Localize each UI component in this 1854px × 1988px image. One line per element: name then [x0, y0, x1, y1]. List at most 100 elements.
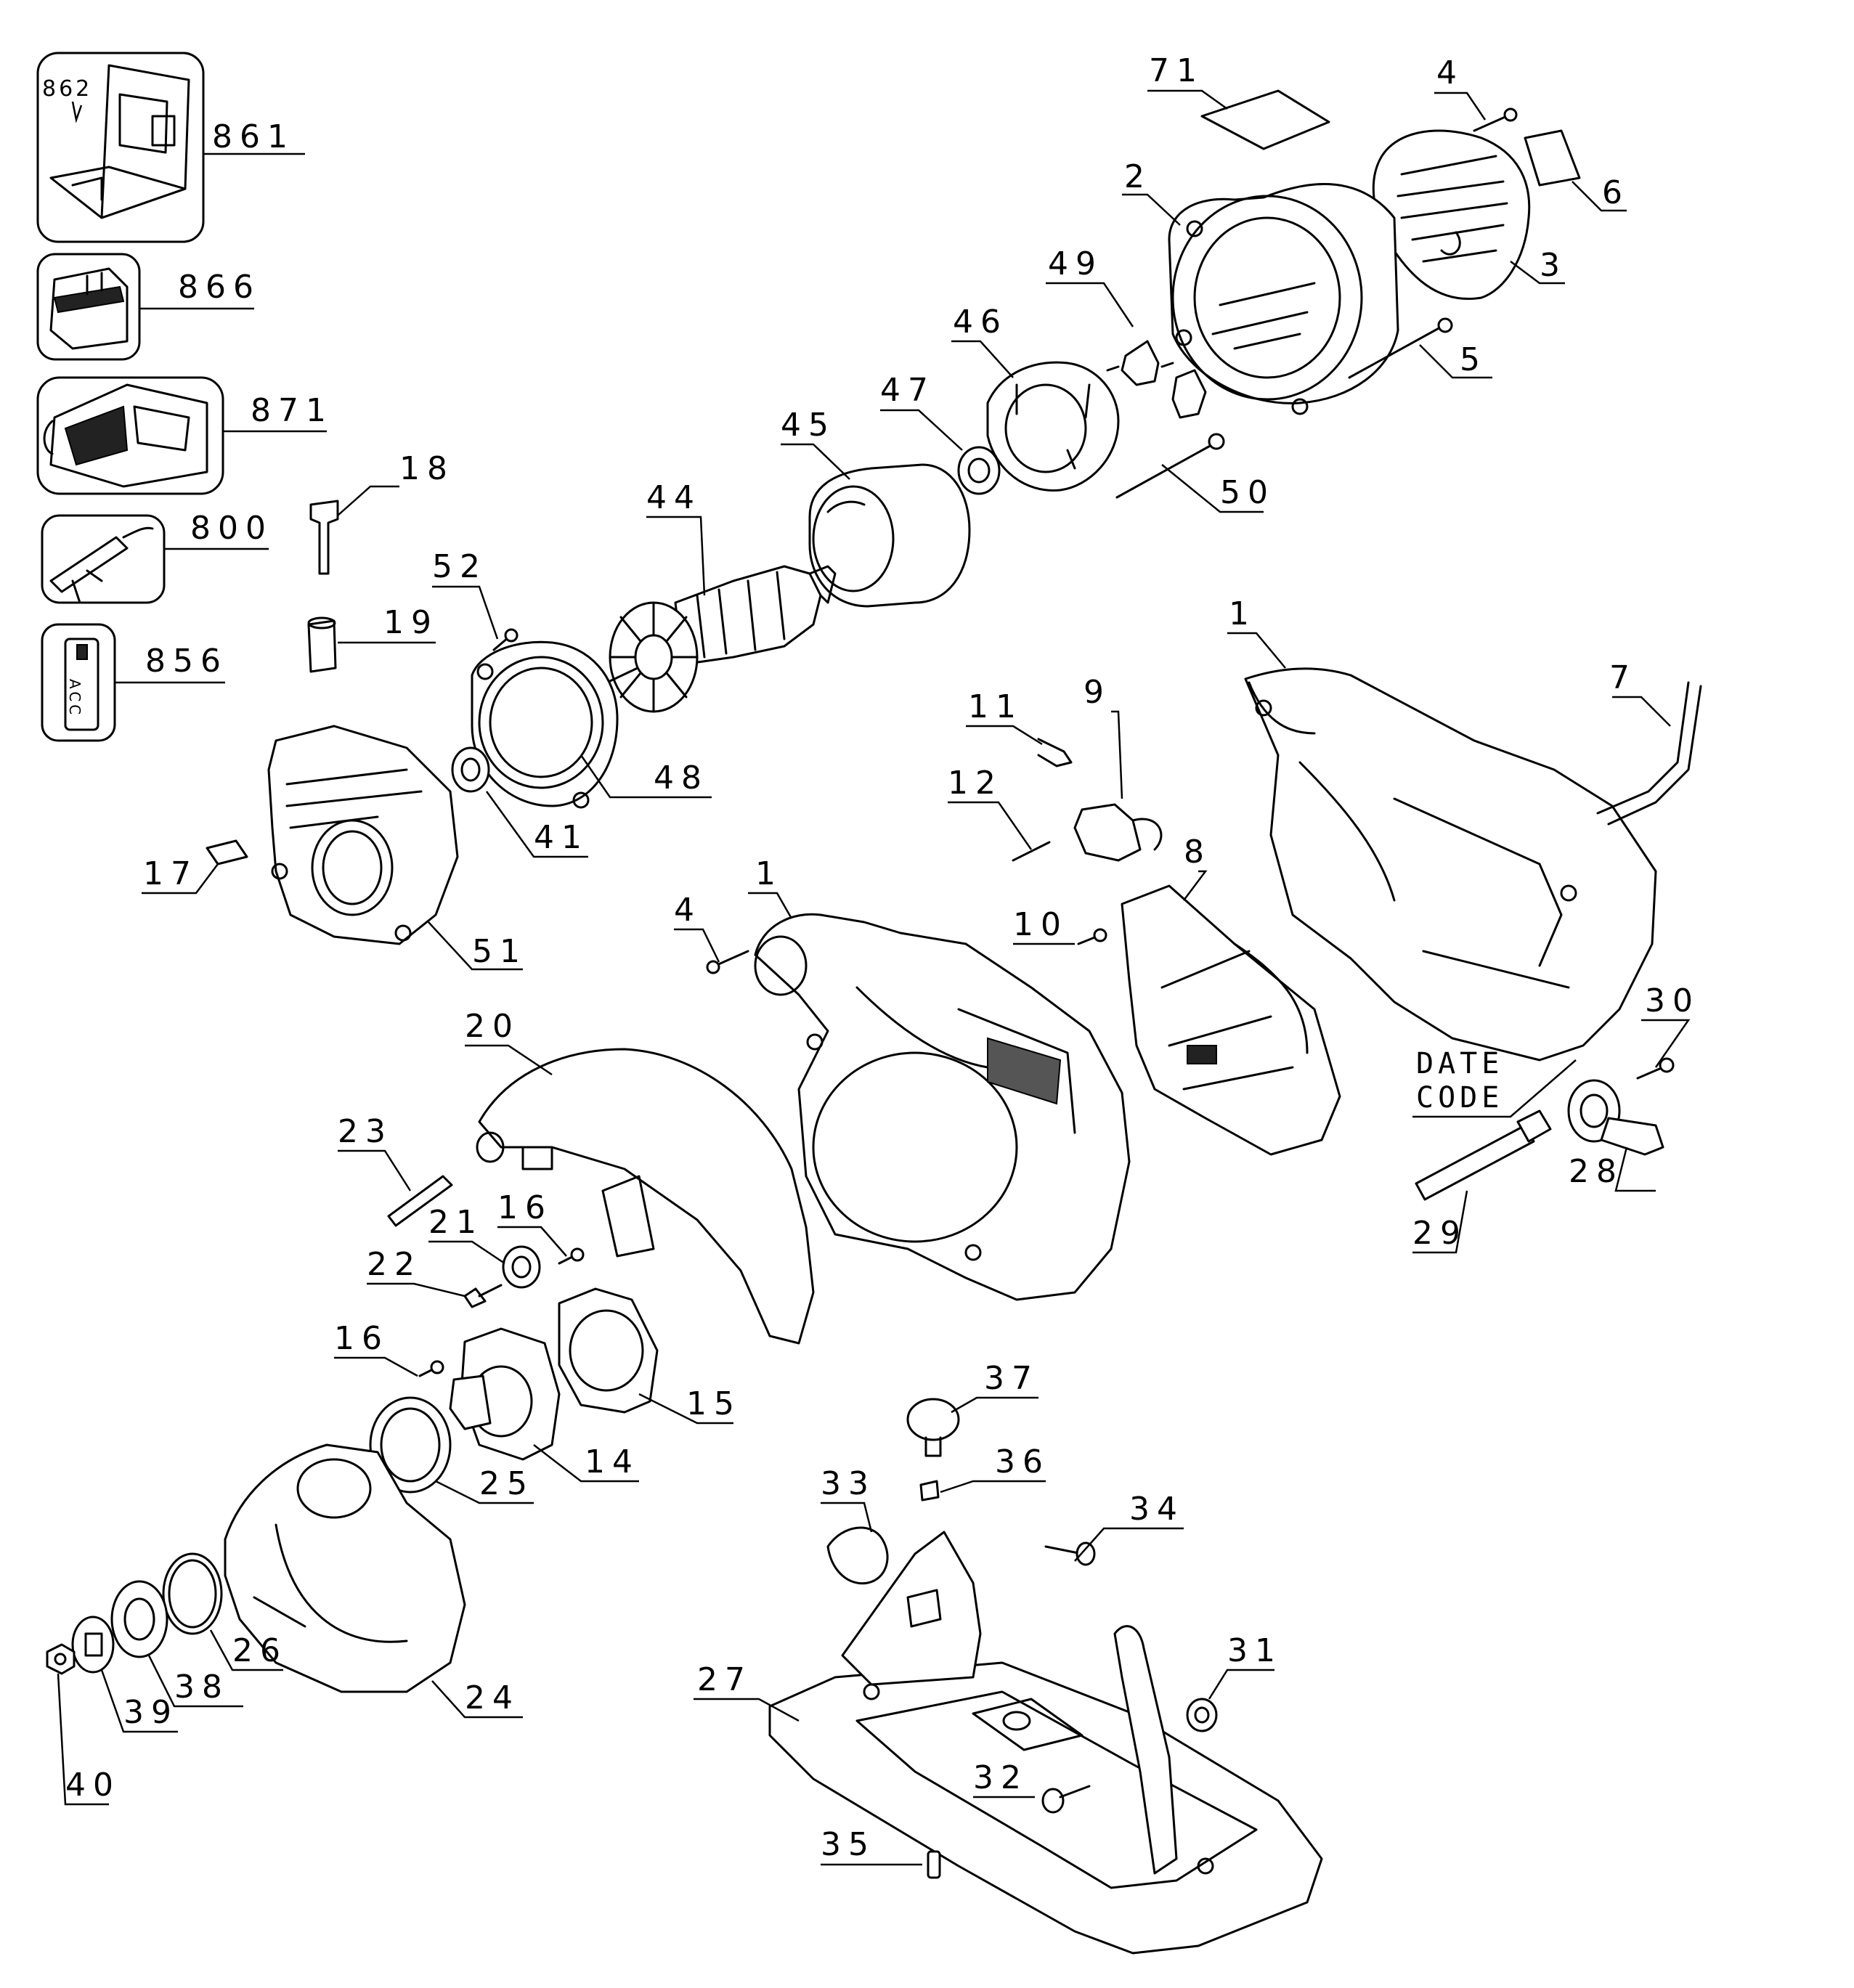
part-6-label: 6 — [1524, 129, 1627, 212]
callout-2: 2 — [1124, 158, 1152, 195]
callout-1-front: 1 — [755, 855, 783, 892]
callout-31: 31 — [1227, 1632, 1282, 1669]
part-10-screw: 10 — [1013, 906, 1107, 945]
part-12-pin: 12 — [948, 765, 1051, 862]
callout-19: 19 — [383, 604, 439, 641]
callout-48: 48 — [654, 759, 709, 797]
part-37-knob: 37 — [906, 1360, 1039, 1457]
part-51-gear-case: 51 — [267, 725, 527, 971]
callout-50: 50 — [1220, 474, 1275, 511]
part-21-bushing: 21 — [428, 1204, 541, 1289]
part-15-gasket: 15 — [558, 1287, 734, 1425]
part-22-shoulder-screw: 22 — [367, 1246, 503, 1308]
callout-29: 29 — [1412, 1215, 1468, 1252]
part-30-screw: 30 — [1636, 982, 1693, 1080]
date-code-line2: CODE — [1416, 1081, 1503, 1115]
part-24-lower-guard: 24 — [224, 1443, 523, 1719]
callout-11: 11 — [968, 688, 1023, 725]
callout-33: 33 — [821, 1465, 876, 1502]
callout-35: 35 — [821, 1826, 876, 1863]
part-9-trigger: 9 — [1073, 674, 1163, 862]
callout-47: 47 — [880, 372, 935, 409]
part-4-screw-top: 4 — [1434, 54, 1518, 132]
accessory-charger-box: 871 — [36, 376, 333, 495]
callout-16-lower: 16 — [334, 1320, 389, 1357]
callout-26: 26 — [232, 1632, 288, 1669]
part-41-washer: 41 — [451, 746, 589, 858]
part-27-base-plate: 27 — [694, 1531, 1323, 1955]
part-4-screw-mid: 4 — [674, 892, 749, 974]
callout-46: 46 — [953, 304, 1008, 341]
part-29-clamp-bolt: 29 — [1412, 1109, 1552, 1254]
part-19-sleeve: 19 — [307, 604, 439, 673]
callout-18: 18 — [399, 450, 455, 487]
part-16-screw-a: 16 — [497, 1189, 585, 1265]
callout-34: 34 — [1129, 1491, 1184, 1528]
part-39-washer: 39 — [71, 1616, 178, 1733]
accessory-cord-box: 800 — [41, 510, 269, 604]
part-31-washer: 31 — [1186, 1632, 1282, 1732]
armature-fan — [609, 601, 699, 713]
callout-27: 27 — [697, 1661, 752, 1698]
callout-21: 21 — [428, 1204, 484, 1241]
callout-36: 36 — [995, 1443, 1050, 1480]
callout-40: 40 — [65, 1767, 121, 1804]
callout-52: 52 — [432, 548, 487, 585]
part-38-flange: 38 — [110, 1580, 243, 1708]
part-28-lever-clamp: 28 — [1567, 1079, 1664, 1192]
callout-20: 20 — [465, 1008, 520, 1045]
part-47-bearing: 47 — [880, 372, 1001, 495]
callout-41: 41 — [534, 819, 589, 856]
callout-4-top: 4 — [1436, 54, 1464, 91]
part-23-pin: 23 — [338, 1113, 453, 1227]
charger-label: 871 — [251, 392, 333, 429]
battery-label: 866 — [178, 269, 261, 306]
callout-49: 49 — [1048, 245, 1103, 282]
callout-37: 37 — [984, 1360, 1039, 1397]
callout-44: 44 — [646, 479, 702, 516]
part-14-gear-plate: 14 — [449, 1327, 640, 1483]
part-48-end-bell: 48 — [471, 640, 712, 809]
callout-9: 9 — [1083, 674, 1111, 711]
case-label: 861 — [212, 118, 295, 155]
part-16-screw-b: 16 — [334, 1320, 444, 1377]
acc-label: 856 — [145, 643, 228, 680]
callout-71: 71 — [1149, 52, 1204, 89]
callout-23: 23 — [338, 1113, 393, 1150]
callout-3: 3 — [1540, 247, 1567, 284]
part-46-brush-ring: 46 — [951, 304, 1120, 492]
part-7-hex-key: 7 — [1596, 659, 1702, 826]
part-1-handle-front: 1 — [748, 855, 1131, 1301]
callout-17: 17 — [143, 855, 198, 892]
callout-51: 51 — [472, 933, 527, 970]
part-35-pin: 35 — [821, 1826, 941, 1879]
part-49-brush-holder: 49 — [1046, 245, 1207, 419]
part-26-o-ring: 26 — [162, 1552, 288, 1671]
part-36-nut: 36 — [919, 1443, 1050, 1502]
callout-12: 12 — [948, 765, 1003, 802]
callout-16-upper: 16 — [497, 1189, 553, 1226]
callout-24: 24 — [465, 1679, 520, 1716]
callout-14: 14 — [585, 1443, 640, 1480]
callout-1-rear: 1 — [1229, 595, 1256, 632]
part-44-armature: 44 — [609, 479, 837, 713]
callout-38: 38 — [174, 1669, 229, 1706]
acc-card-text: ACC — [66, 679, 84, 717]
part-5-long-screw: 5 — [1348, 317, 1492, 379]
case-sub-label: 862 — [42, 76, 92, 102]
part-32-bolt: 32 — [973, 1759, 1091, 1814]
callout-32: 32 — [973, 1759, 1028, 1796]
callout-28: 28 — [1569, 1153, 1624, 1190]
part-71-label-plate: 71 — [1147, 52, 1330, 150]
callout-5: 5 — [1460, 341, 1487, 378]
date-code-line1: DATE — [1416, 1047, 1503, 1080]
part-45-field-magnet: 45 — [781, 407, 971, 608]
part-8-switch-assembly: 8 — [1121, 834, 1341, 1156]
part-20-upper-guard: 20 — [465, 1008, 815, 1345]
date-code: DATE CODE — [1412, 1047, 1577, 1118]
part-18-lever: 18 — [309, 450, 455, 575]
callout-45: 45 — [781, 407, 836, 444]
callout-25: 25 — [479, 1465, 534, 1502]
accessory-battery-box: 866 — [36, 253, 261, 361]
